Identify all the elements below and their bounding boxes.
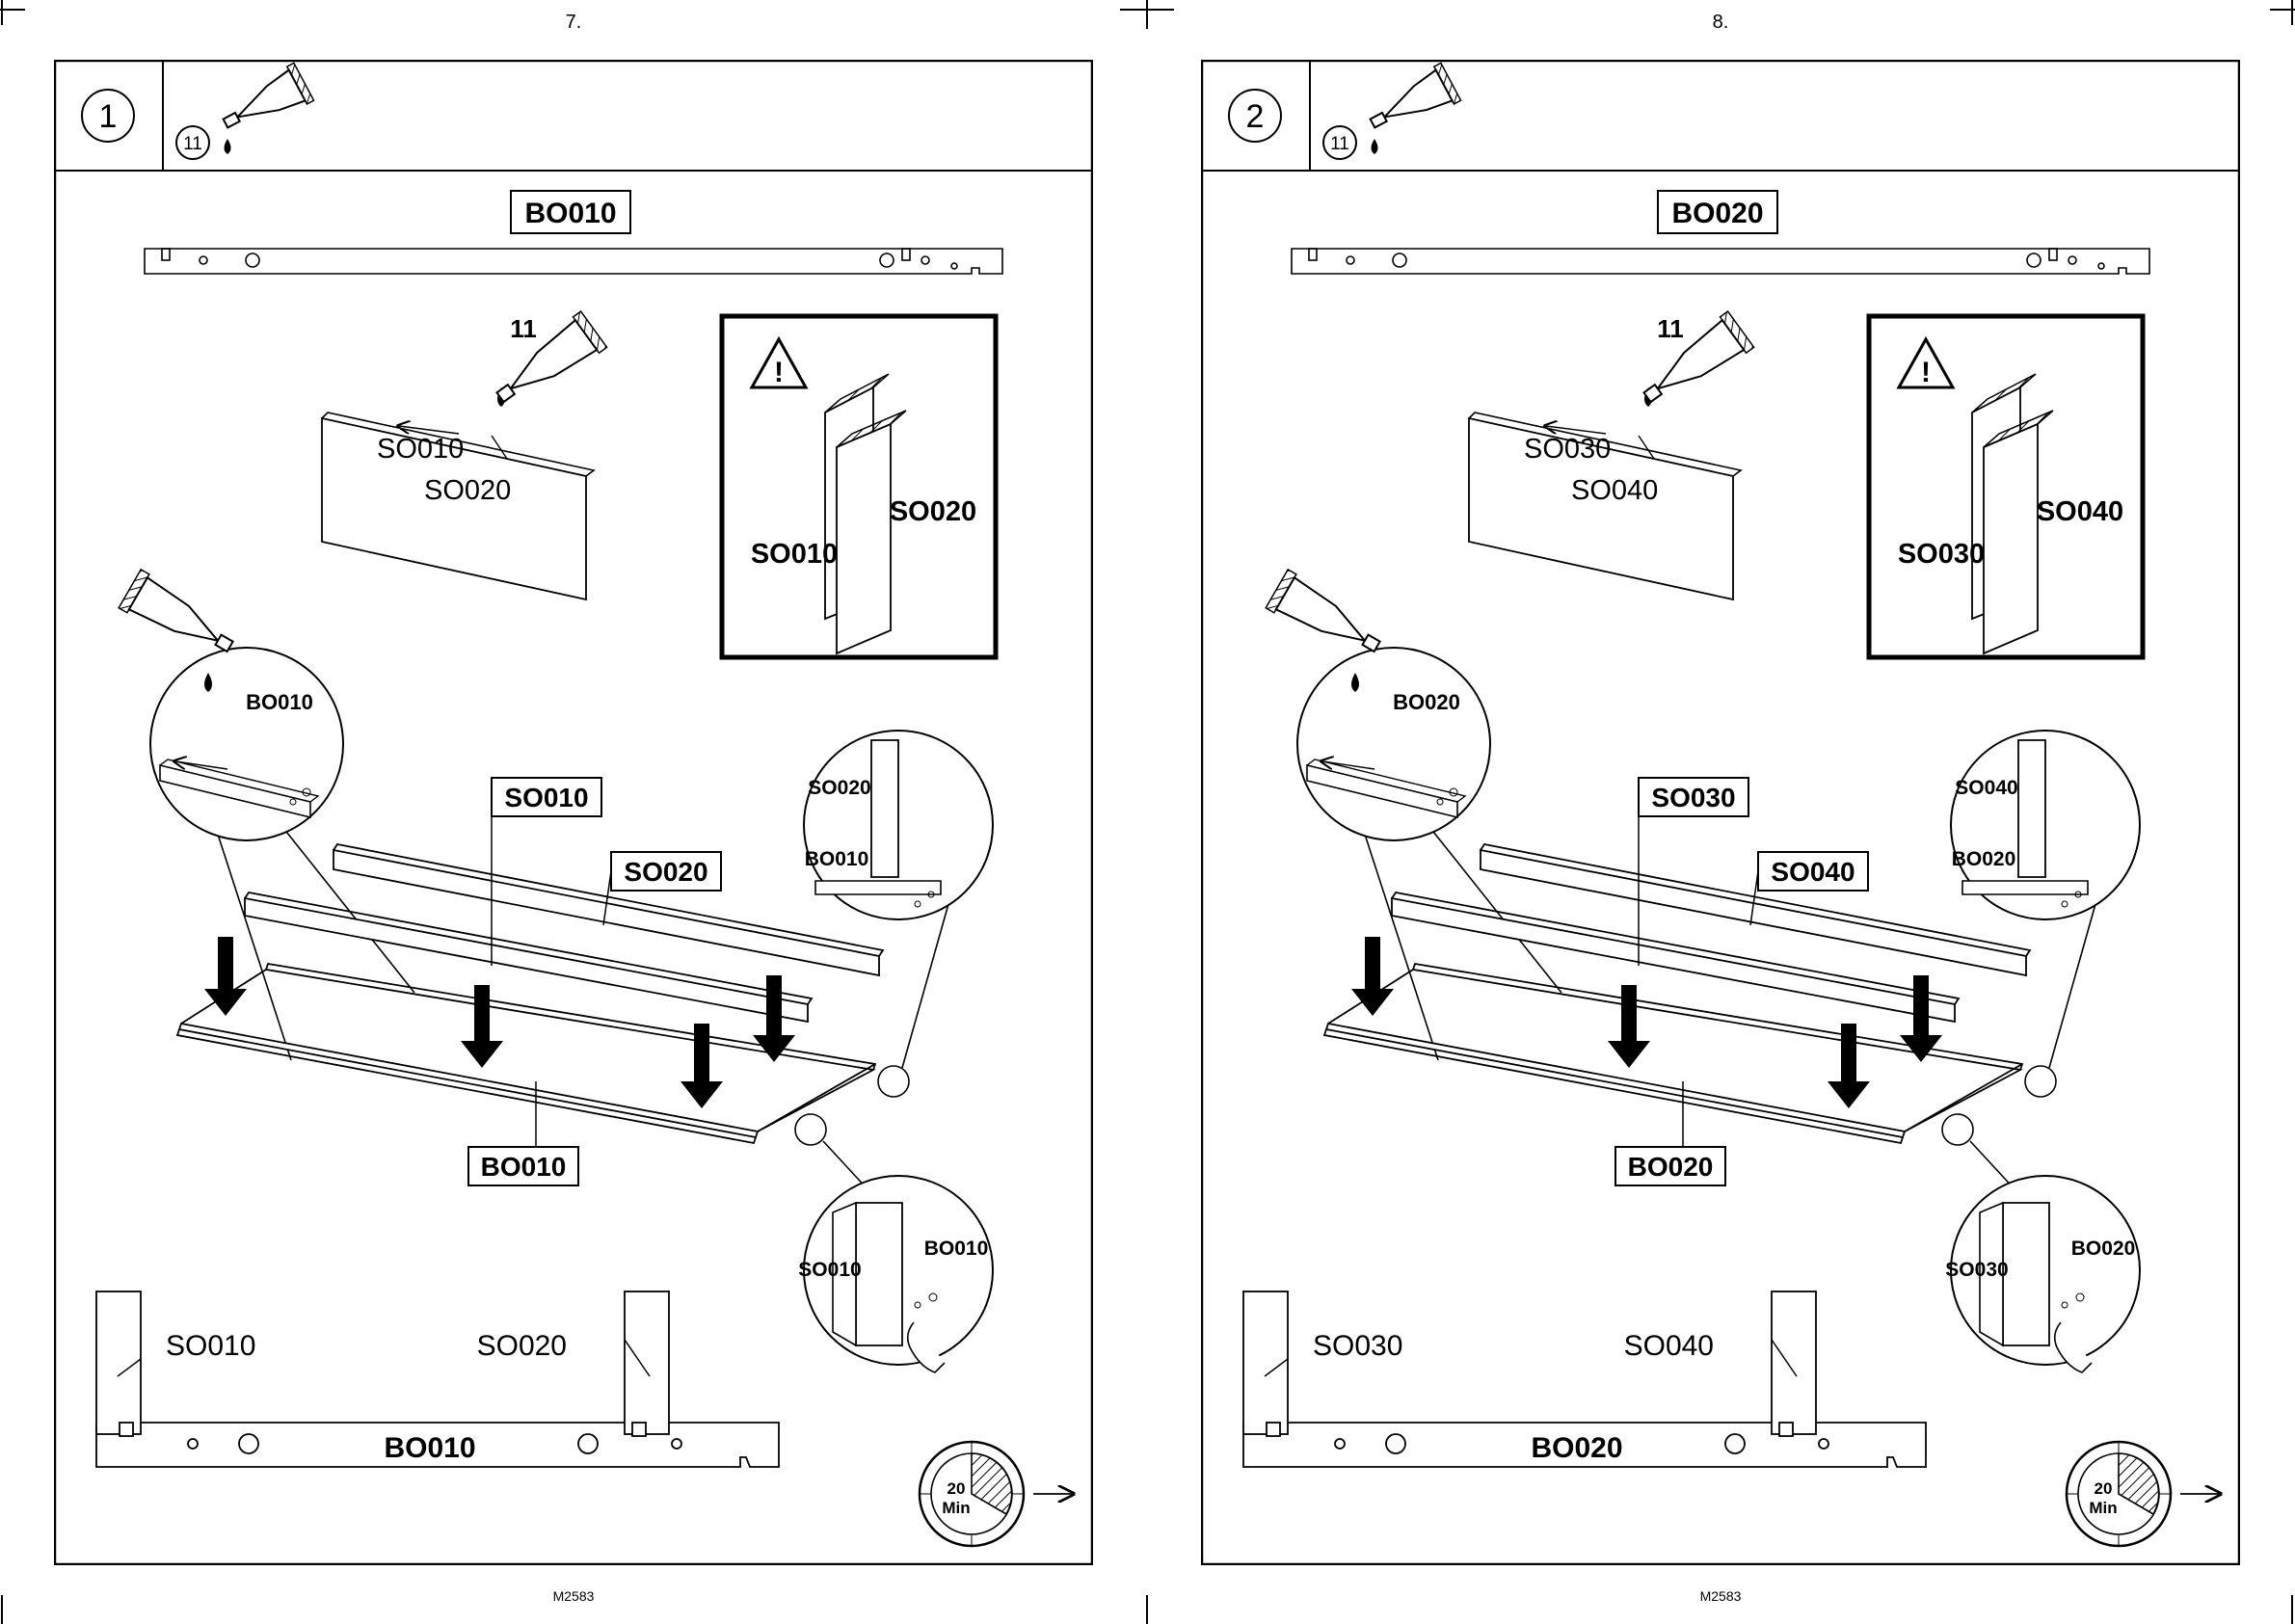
warning-box: ! bbox=[1869, 316, 2143, 657]
model-code: M2583 bbox=[525, 1588, 622, 1604]
detail-board-label: BO020 bbox=[1393, 690, 1460, 714]
rail-label: SO040 bbox=[1571, 475, 1658, 506]
detail-board-label: BO020 bbox=[2071, 1238, 2136, 1260]
diagram-side-label: SO030 bbox=[1313, 1330, 1402, 1362]
glue-drop-icon bbox=[225, 139, 231, 154]
rail-label: SO020 bbox=[424, 475, 511, 506]
board-top-drawing bbox=[1292, 249, 2149, 274]
detail-side-label: SO040 bbox=[1955, 777, 2017, 799]
timer-value: 20 bbox=[2095, 1479, 2113, 1498]
glue-part-badge: 11 bbox=[176, 126, 209, 159]
detail-board-label: BO010 bbox=[246, 690, 313, 714]
svg-text:!: ! bbox=[774, 357, 784, 388]
glue-tube-icon bbox=[216, 63, 314, 142]
callout-side-label: SO020 bbox=[624, 857, 707, 887]
detail-board-label: BO010 bbox=[924, 1238, 989, 1260]
callout-side-label: SO030 bbox=[1651, 783, 1735, 812]
step-number-badge: 1 bbox=[82, 90, 134, 142]
board-top-label: BO020 bbox=[1671, 198, 1763, 229]
timer-value: 20 bbox=[947, 1479, 966, 1498]
diagram-side-label: SO010 bbox=[166, 1330, 255, 1362]
rail-glue-drawing bbox=[322, 311, 607, 599]
svg-text:!: ! bbox=[1921, 357, 1931, 388]
diagram-board-label: BO010 bbox=[384, 1432, 475, 1464]
glue-tube-icon bbox=[1363, 63, 1461, 142]
rail-label: SO010 bbox=[377, 434, 464, 465]
step-number: 2 bbox=[1246, 98, 1265, 135]
diagram-board-label: BO020 bbox=[1531, 1432, 1622, 1464]
glue-part-badge: 11 bbox=[1323, 126, 1356, 159]
timer-unit: Min bbox=[2089, 1499, 2117, 1517]
diagram-side-label: SO020 bbox=[477, 1330, 567, 1362]
model-code: M2583 bbox=[1672, 1588, 1769, 1604]
detail-board-label: BO020 bbox=[1952, 848, 2016, 870]
callout-side-label: SO010 bbox=[504, 783, 588, 812]
detail-side-label: SO020 bbox=[808, 777, 870, 799]
timer-icon bbox=[920, 1442, 1024, 1546]
step-number: 1 bbox=[99, 98, 118, 135]
rail-glue-drawing bbox=[1469, 311, 1754, 599]
warning-part-label: SO030 bbox=[1898, 539, 1985, 570]
callout-board-label: BO020 bbox=[1628, 1152, 1714, 1182]
warning-part-label: SO020 bbox=[890, 496, 976, 527]
step-number-badge: 2 bbox=[1229, 90, 1281, 142]
page-number: 8. bbox=[1692, 12, 1749, 34]
glue-part-number: 11 bbox=[183, 134, 202, 154]
assembly-step-panel: 2 11 BO020 11 SO030 SO040 bbox=[1201, 60, 2240, 1565]
warning-part-label: SO010 bbox=[751, 539, 838, 570]
warning-box: ! bbox=[722, 316, 996, 657]
glue-label: 11 bbox=[510, 314, 537, 343]
page-number: 7. bbox=[545, 12, 602, 34]
timer-unit: Min bbox=[942, 1499, 970, 1517]
timer-icon bbox=[2067, 1442, 2171, 1546]
rail-label: SO030 bbox=[1524, 434, 1611, 465]
detail-side-label: SO030 bbox=[1945, 1259, 2008, 1281]
glue-part-number: 11 bbox=[1330, 134, 1349, 154]
board-top-drawing bbox=[145, 249, 1002, 274]
diagram-side-label: SO040 bbox=[1624, 1330, 1714, 1362]
assembly-step-panel: 1 11 BO010 11 SO010 SO020 bbox=[54, 60, 1093, 1565]
detail-board-label: BO010 bbox=[805, 848, 869, 870]
glue-label: 11 bbox=[1657, 314, 1684, 343]
callout-side-label: SO040 bbox=[1771, 857, 1855, 887]
warning-part-label: SO040 bbox=[2037, 496, 2123, 527]
detail-side-label: SO010 bbox=[798, 1259, 861, 1281]
board-top-label: BO010 bbox=[524, 198, 616, 229]
glue-drop-icon bbox=[1372, 139, 1378, 154]
callout-board-label: BO010 bbox=[481, 1152, 567, 1182]
